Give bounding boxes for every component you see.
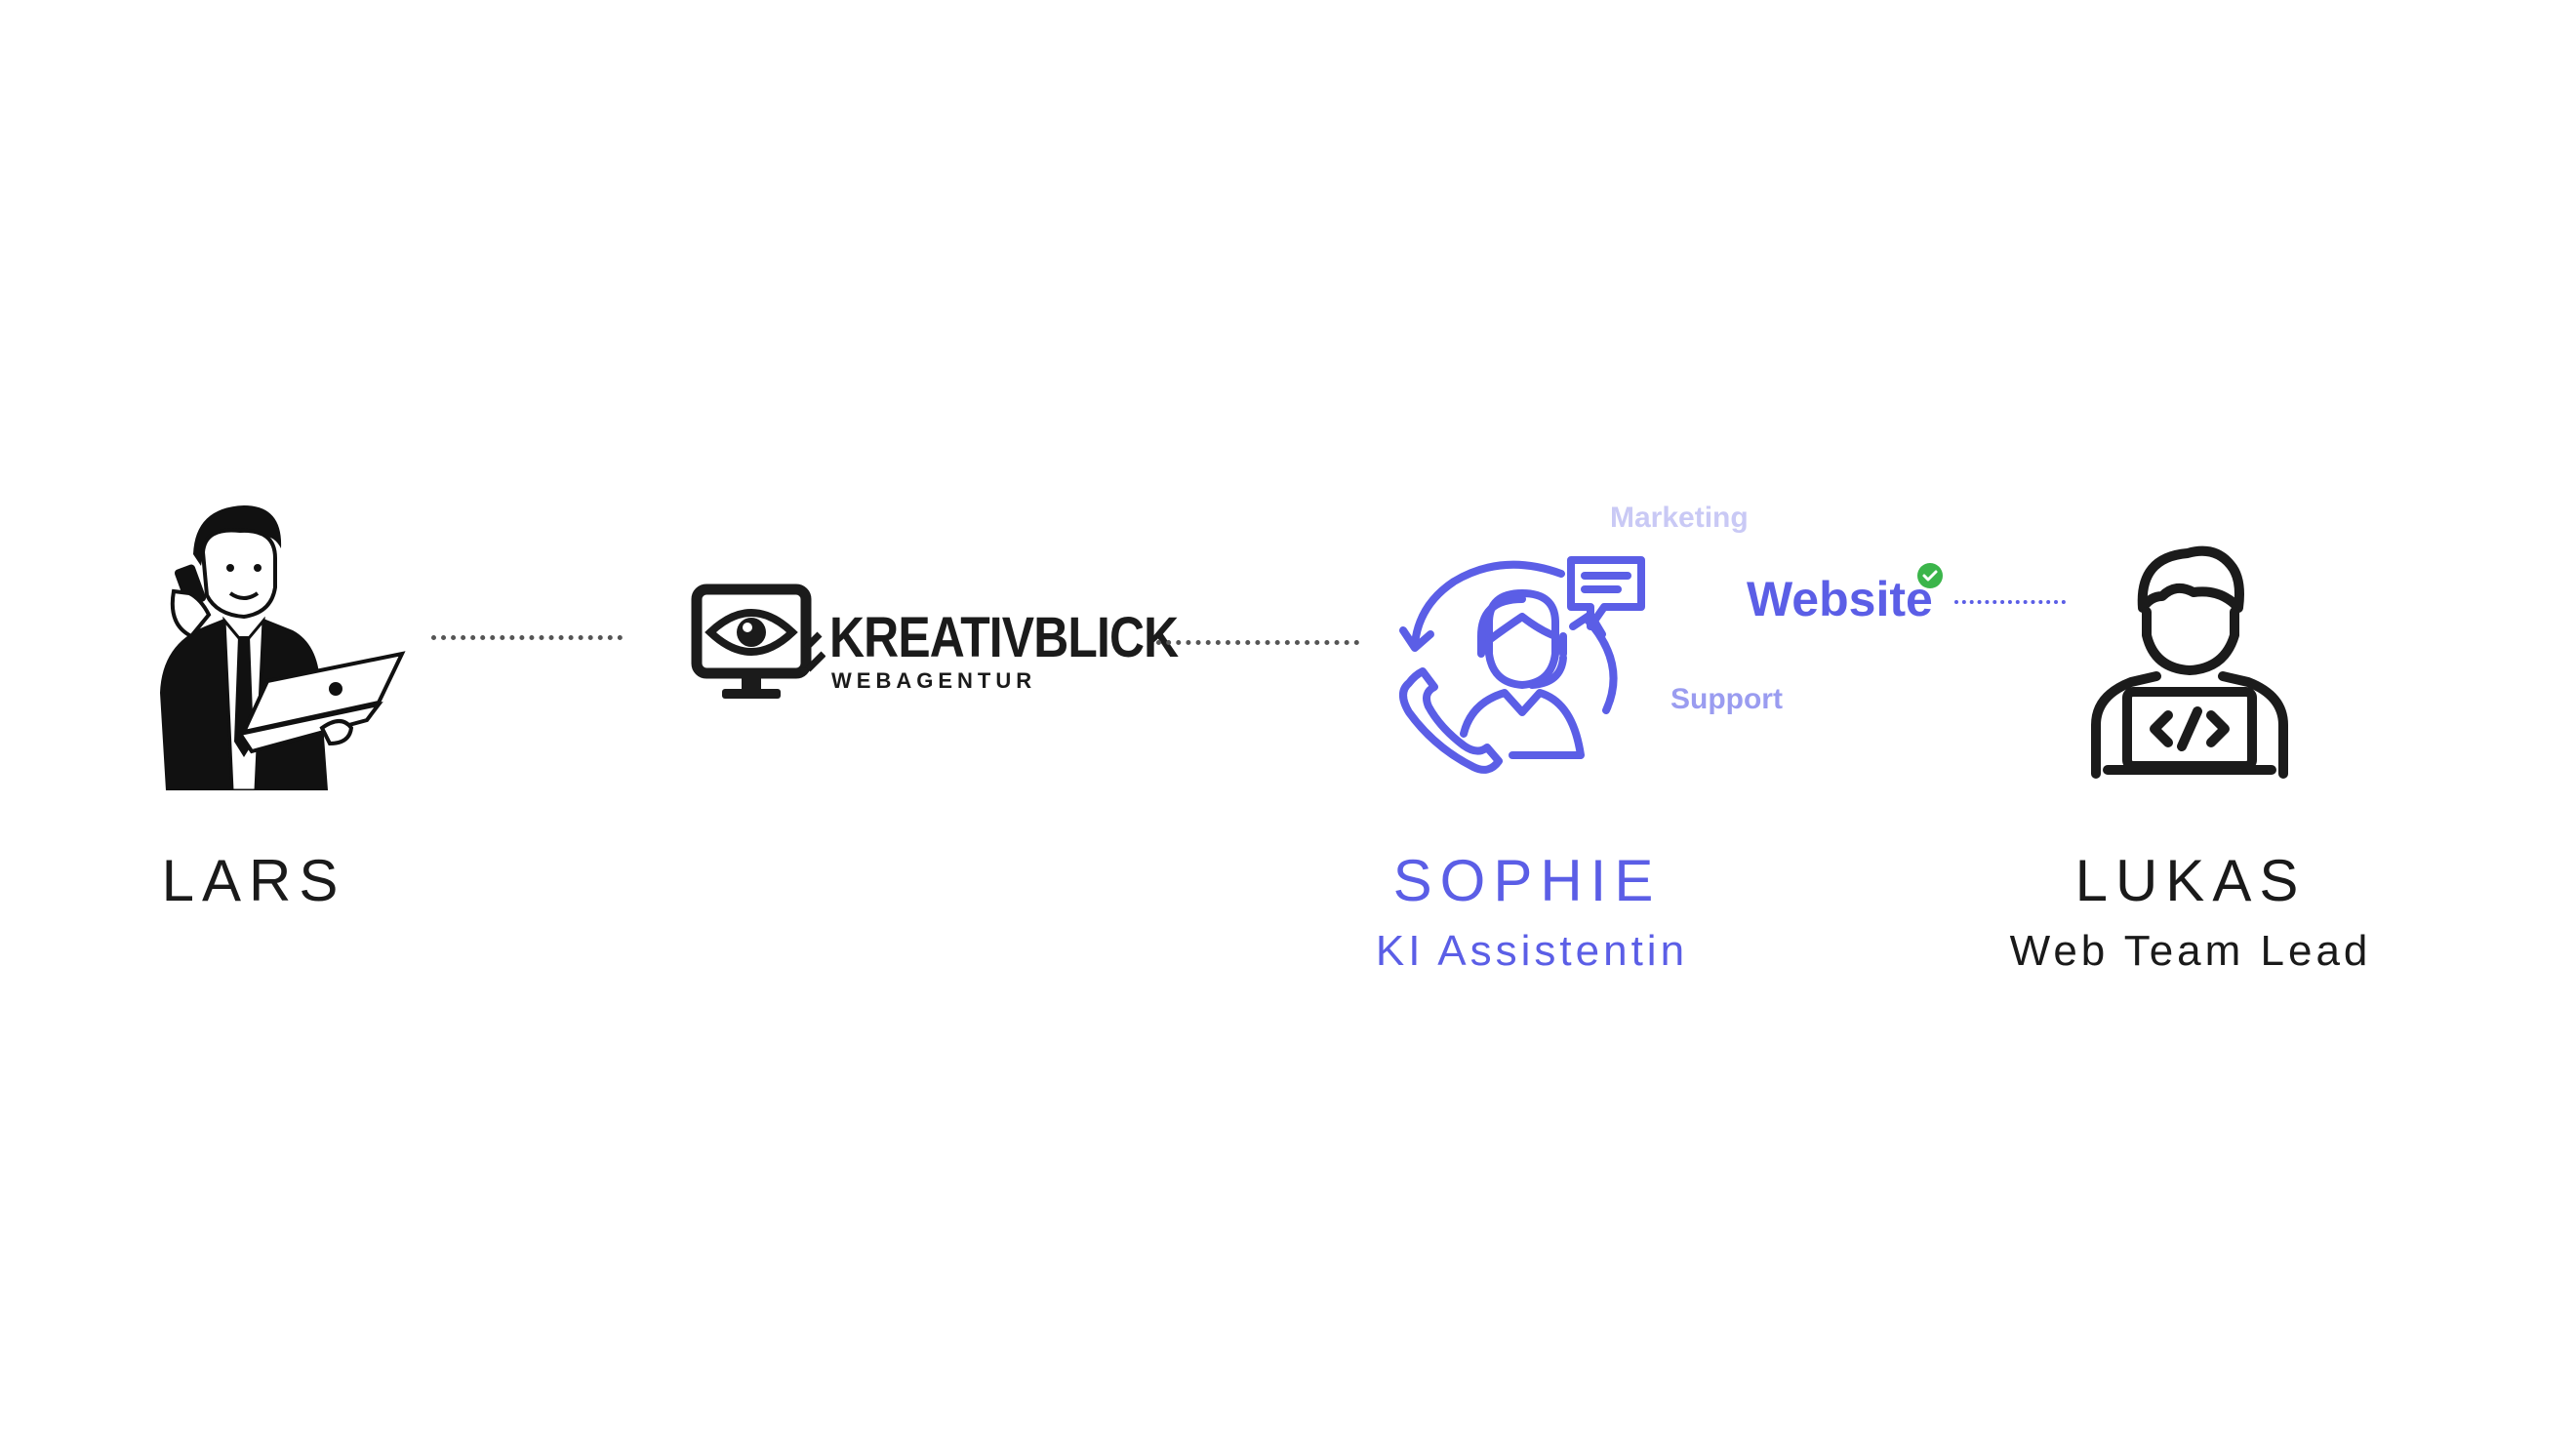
support-agent-icon xyxy=(1395,546,1659,800)
lukas-name: LUKAS xyxy=(2064,847,2317,914)
connector-lars-agency xyxy=(431,635,623,640)
lars-name: LARS xyxy=(156,847,351,914)
businessman-phone-laptop-icon xyxy=(146,498,410,790)
topic-website: Website xyxy=(1747,571,1933,627)
lukas-role: Web Team Lead xyxy=(1981,927,2400,976)
monitor-eye-logo-icon xyxy=(691,584,825,704)
check-badge-icon xyxy=(1916,562,1944,589)
connector-website-lukas xyxy=(1954,600,2066,604)
agency-tagline: WEBAGENTUR xyxy=(831,668,1036,694)
topic-marketing: Marketing xyxy=(1610,502,1749,535)
sophie-name: SOPHIE xyxy=(1371,847,1683,914)
connector-agency-sophie xyxy=(1156,640,1359,645)
sophie-role: KI Assistentin xyxy=(1342,927,1722,976)
agency-name: KREATIVBLICK xyxy=(829,605,1178,670)
topic-support: Support xyxy=(1670,683,1783,716)
developer-laptop-icon xyxy=(2086,540,2293,784)
